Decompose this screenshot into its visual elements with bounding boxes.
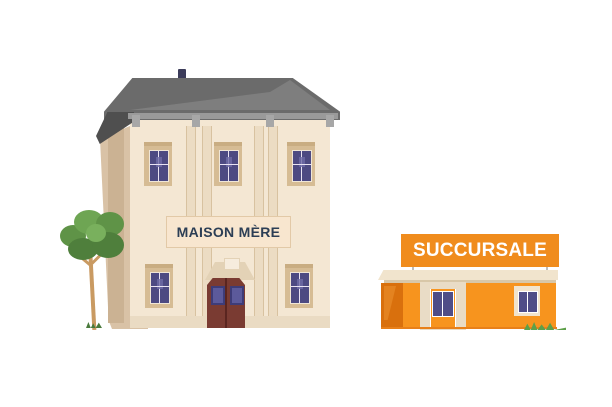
window-pane xyxy=(149,150,169,182)
branch-door-glass xyxy=(432,291,454,317)
door-window xyxy=(230,286,244,305)
window-icon xyxy=(145,264,173,308)
window-pane xyxy=(292,150,312,182)
window-pane xyxy=(150,272,170,304)
door-keystone xyxy=(224,258,240,270)
roof-bracket xyxy=(266,115,274,127)
roof-bracket xyxy=(326,115,334,127)
branch-office-base xyxy=(381,327,557,329)
grass-icon xyxy=(86,322,102,328)
window-icon xyxy=(285,264,313,308)
branch-office-roof-shadow xyxy=(384,280,556,283)
window-icon xyxy=(287,142,315,186)
roof-bracket xyxy=(132,115,140,127)
door-arch xyxy=(205,262,255,280)
window-pane xyxy=(290,272,310,304)
leaf xyxy=(68,238,98,260)
head-office-sign: MAISON MÈRE xyxy=(166,216,291,248)
branch-office-sign: SUCCURSALE xyxy=(401,234,559,267)
roof-gutter xyxy=(128,113,338,119)
window-icon xyxy=(518,291,538,313)
window-icon xyxy=(144,142,172,186)
door-split xyxy=(225,278,227,328)
leaf xyxy=(86,224,106,242)
sign-post xyxy=(412,264,414,272)
branch-office-roof xyxy=(378,270,558,280)
chimney-icon xyxy=(178,69,186,80)
door-window xyxy=(211,286,225,305)
window-pane xyxy=(219,150,239,182)
window-icon xyxy=(214,142,242,186)
roof-bracket xyxy=(192,115,200,127)
sign-post xyxy=(546,264,548,272)
